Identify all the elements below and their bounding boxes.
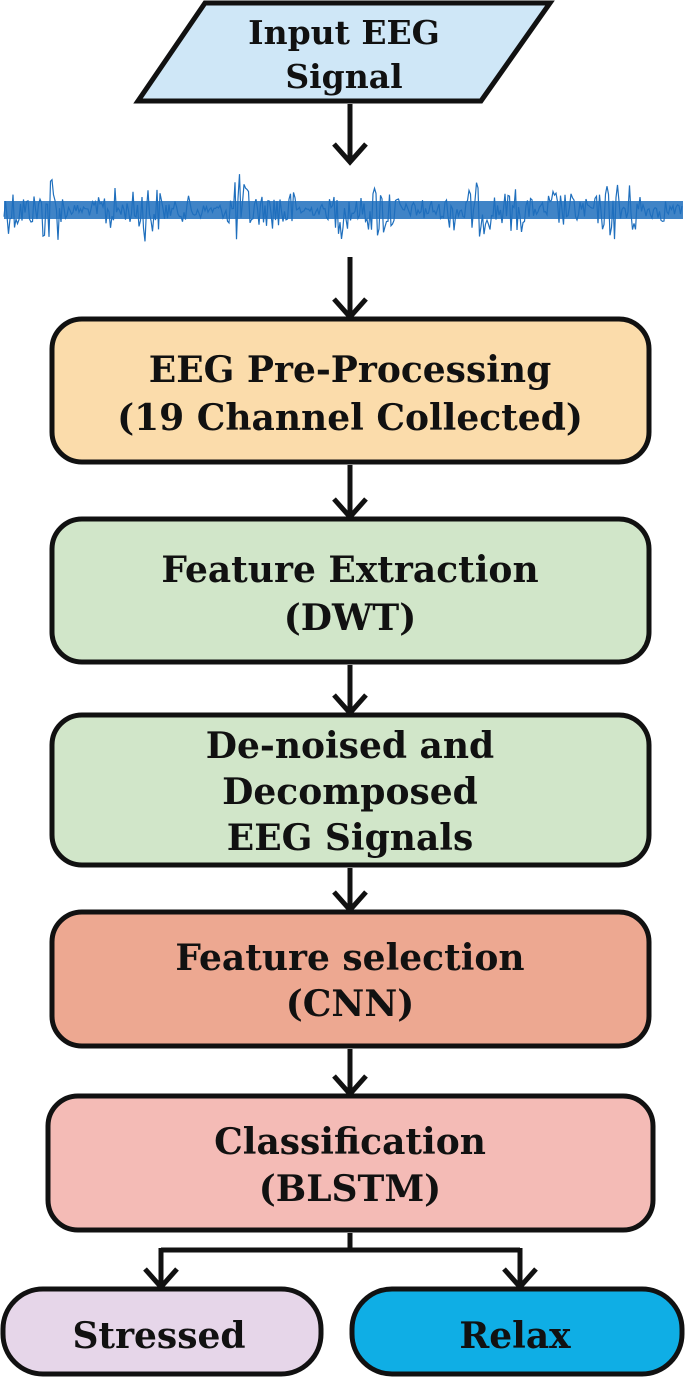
step-feature-extraction: Feature Extraction (DWT) <box>49 516 652 665</box>
input-parallelogram <box>133 0 555 104</box>
step-preprocessing-line-1: EEG Pre-Processing <box>149 349 551 391</box>
output-stressed-label: Stressed <box>72 1315 245 1357</box>
step-denoised: De-noised and Decomposed EEG Signals <box>49 712 652 868</box>
step-box-denoised <box>49 712 652 868</box>
output-relax-label: Relax <box>459 1315 571 1357</box>
step-box-feature-extraction <box>49 516 652 665</box>
arrow-input-to-waveform-arrowhead <box>332 142 368 166</box>
eeg-waveform <box>3 174 683 242</box>
output-box-relax <box>349 1286 685 1377</box>
step-feature-extraction-line-2: (DWT) <box>284 597 417 639</box>
step-feature-selection-line-2: (CNN) <box>286 983 415 1025</box>
step-feature-extraction-line-1: Feature Extraction <box>161 549 538 591</box>
step-preprocessing-line-2: (19 Channel Collected) <box>117 397 583 439</box>
step-denoised-line-2: Decomposed <box>222 771 478 813</box>
eeg-waveform-core <box>4 201 683 219</box>
input-node-line-2: Signal <box>285 57 402 96</box>
step-classification-line-2: (BLSTM) <box>259 1168 441 1210</box>
input-node-line-1: Input EEG <box>248 13 440 52</box>
step-denoised-line-1: De-noised and <box>206 725 494 767</box>
output-stressed: Stressed <box>0 1286 324 1377</box>
output-box-stressed <box>0 1286 324 1377</box>
step-preprocessing: EEG Pre-Processing (19 Channel Collected… <box>49 316 652 465</box>
step-feature-selection: Feature selection (CNN) <box>49 909 652 1049</box>
step-box-preprocessing <box>49 316 652 465</box>
step-box-feature-selection <box>49 909 652 1049</box>
input-eeg-signal-node: Input EEG Signal <box>133 0 555 104</box>
step-classification-line-1: Classification <box>214 1121 486 1163</box>
step-denoised-line-3: EEG Signals <box>227 817 473 859</box>
step-box-classification <box>45 1093 656 1233</box>
step-classification: Classification (BLSTM) <box>45 1093 656 1233</box>
output-relax: Relax <box>349 1286 685 1377</box>
step-feature-selection-line-1: Feature selection <box>175 937 524 979</box>
